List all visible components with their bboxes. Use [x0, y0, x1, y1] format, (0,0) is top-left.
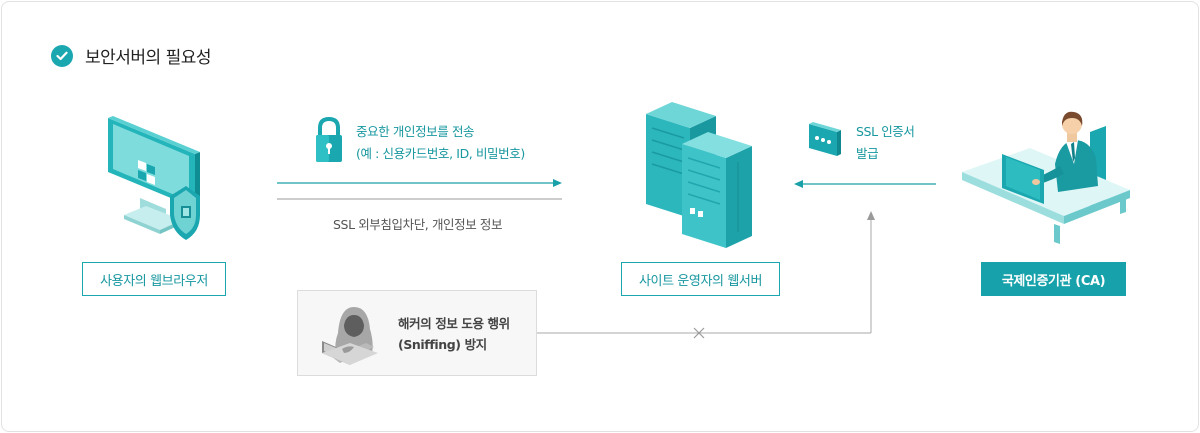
padlock-icon — [316, 116, 342, 162]
hacker-laptop-icon — [322, 307, 378, 365]
transfer-line2: (예 : 신용카드번호, ID, 비밀번호) — [356, 146, 525, 161]
businessman-at-desk-icon — [962, 111, 1130, 244]
hacker-line2: (Sniffing) 방지 — [398, 337, 487, 352]
ca-label: 국제인증기관 (CA) — [981, 262, 1126, 296]
certificate-card-icon — [809, 122, 841, 156]
transfer-arrow — [277, 179, 562, 200]
cert-issue-line2: 발급 — [856, 146, 879, 161]
site-server-label: 사이트 운영자의 웹서버 — [621, 262, 780, 296]
hacker-box: 해커의 정보 도용 행위 (Sniffing) 방지 — [297, 290, 537, 376]
user-browser-label: 사용자의 웹브라우저 — [82, 262, 226, 296]
hacker-line1: 해커의 정보 도용 행위 — [398, 316, 510, 331]
page-title: 보안서버의 필요성 — [85, 48, 212, 68]
title-row: 보안서버의 필요성 — [51, 43, 212, 68]
ssl-block-label: SSL 외부침입차단, 개인정보 정보 — [333, 217, 503, 232]
monitor-shield-icon — [108, 116, 200, 240]
server-icon — [646, 102, 752, 248]
check-circle-icon — [51, 44, 73, 67]
transfer-line1: 중요한 개인정보를 전송 — [356, 124, 475, 139]
sniffing-block-line — [537, 211, 875, 339]
hacker-text: 해커의 정보 도용 행위 (Sniffing) 방지 — [398, 313, 510, 355]
cert-issue-line1: SSL 인증서 — [856, 124, 915, 139]
cert-arrow — [794, 180, 936, 188]
